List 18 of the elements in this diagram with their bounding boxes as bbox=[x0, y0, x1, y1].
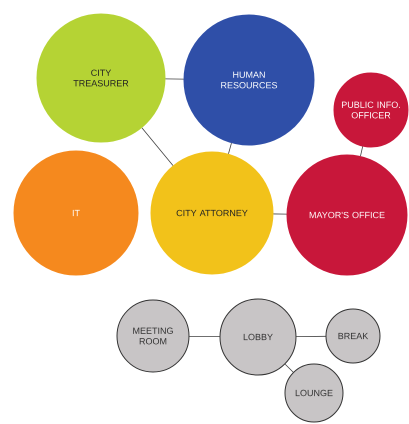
connector-line bbox=[360, 146, 364, 156]
connector-line bbox=[284, 364, 294, 373]
circle-node: BREAK bbox=[326, 308, 380, 364]
connector-line bbox=[142, 127, 174, 166]
connector-line bbox=[296, 336, 326, 337]
circle-node: LOUNGE bbox=[284, 364, 344, 422]
circle-node: CITY ATTORNEY bbox=[150, 152, 274, 274]
connector-line bbox=[189, 336, 220, 338]
circle-node: PUBLIC INFO. OFFICER bbox=[334, 72, 408, 148]
circle-node: HUMAN RESOURCES bbox=[184, 14, 314, 146]
circle-node: IT bbox=[14, 150, 138, 276]
circle-node: LOBBY bbox=[220, 298, 296, 376]
connector-line bbox=[228, 142, 232, 154]
connector-line bbox=[165, 78, 184, 80]
connector-line bbox=[273, 214, 287, 215]
circle-node: MEETING ROOM bbox=[116, 300, 190, 372]
circle-node: CITY TREASURER bbox=[36, 14, 166, 142]
circle-node: MAYOR'S OFFICE bbox=[286, 154, 408, 276]
